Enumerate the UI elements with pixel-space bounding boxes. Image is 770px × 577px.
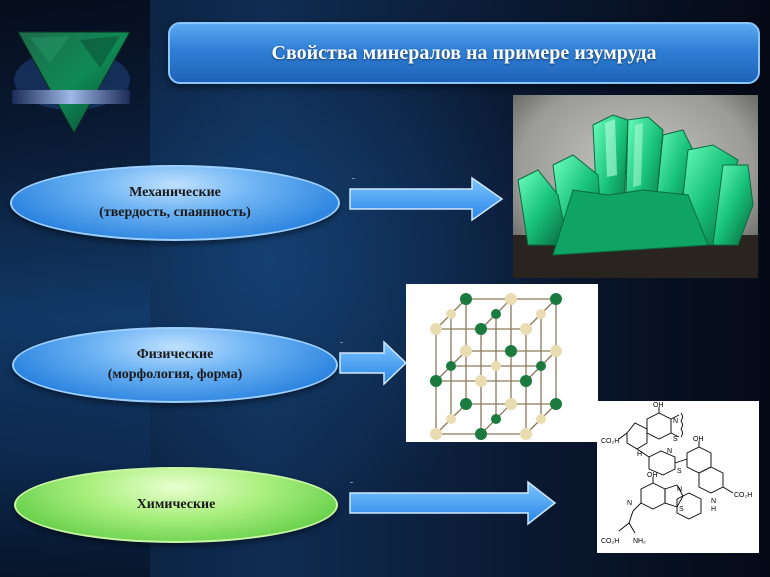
- chemical-properties-pill: Химические: [14, 467, 338, 543]
- emerald-crystal-image: [513, 95, 758, 278]
- mechanical-subtitle: (твердость, спаянность): [99, 205, 251, 220]
- formula-label: NH₂: [633, 538, 646, 545]
- formula-label: N: [711, 498, 716, 505]
- chemical-title: Химические: [136, 497, 216, 512]
- formula-label: S: [673, 436, 678, 443]
- arrow-right-icon: [349, 480, 557, 526]
- physical-subtitle: (морфология, форма): [107, 367, 243, 382]
- chemical-structure-image: OH N S CO₂H H N S OH N CO₂H H OH N S N C…: [597, 401, 759, 553]
- formula-label: OH: [693, 436, 704, 443]
- formula-label: CO₂H: [601, 438, 619, 445]
- crystal-lattice-image: [406, 284, 598, 442]
- formula-label: N: [673, 418, 678, 425]
- formula-label: S: [677, 468, 682, 475]
- formula-label: H: [711, 506, 716, 513]
- mechanical-properties-pill: Механические (твердость, спаянность): [10, 165, 340, 241]
- physical-properties-pill: Физические (морфология, форма): [12, 327, 338, 403]
- formula-label: H: [637, 451, 642, 458]
- arrow-right-icon: [349, 176, 504, 222]
- mechanical-title: Механические: [129, 185, 221, 200]
- formula-label: N: [627, 500, 632, 507]
- formula-label: OH: [653, 402, 664, 409]
- formula-label: S: [679, 506, 684, 513]
- slide-title: Свойства минералов на примере изумруда: [271, 41, 657, 64]
- slide-title-bar: Свойства минералов на примере изумруда: [168, 22, 760, 84]
- formula-label: N: [677, 486, 682, 493]
- formula-label: N: [667, 448, 672, 455]
- formula-label: OH: [647, 472, 658, 479]
- formula-label: CO₂H: [601, 538, 619, 545]
- physical-title: Физические: [136, 347, 214, 362]
- formula-label: CO₂H: [734, 492, 752, 499]
- emerald-logo: [12, 31, 131, 135]
- arrow-right-icon: [339, 340, 408, 386]
